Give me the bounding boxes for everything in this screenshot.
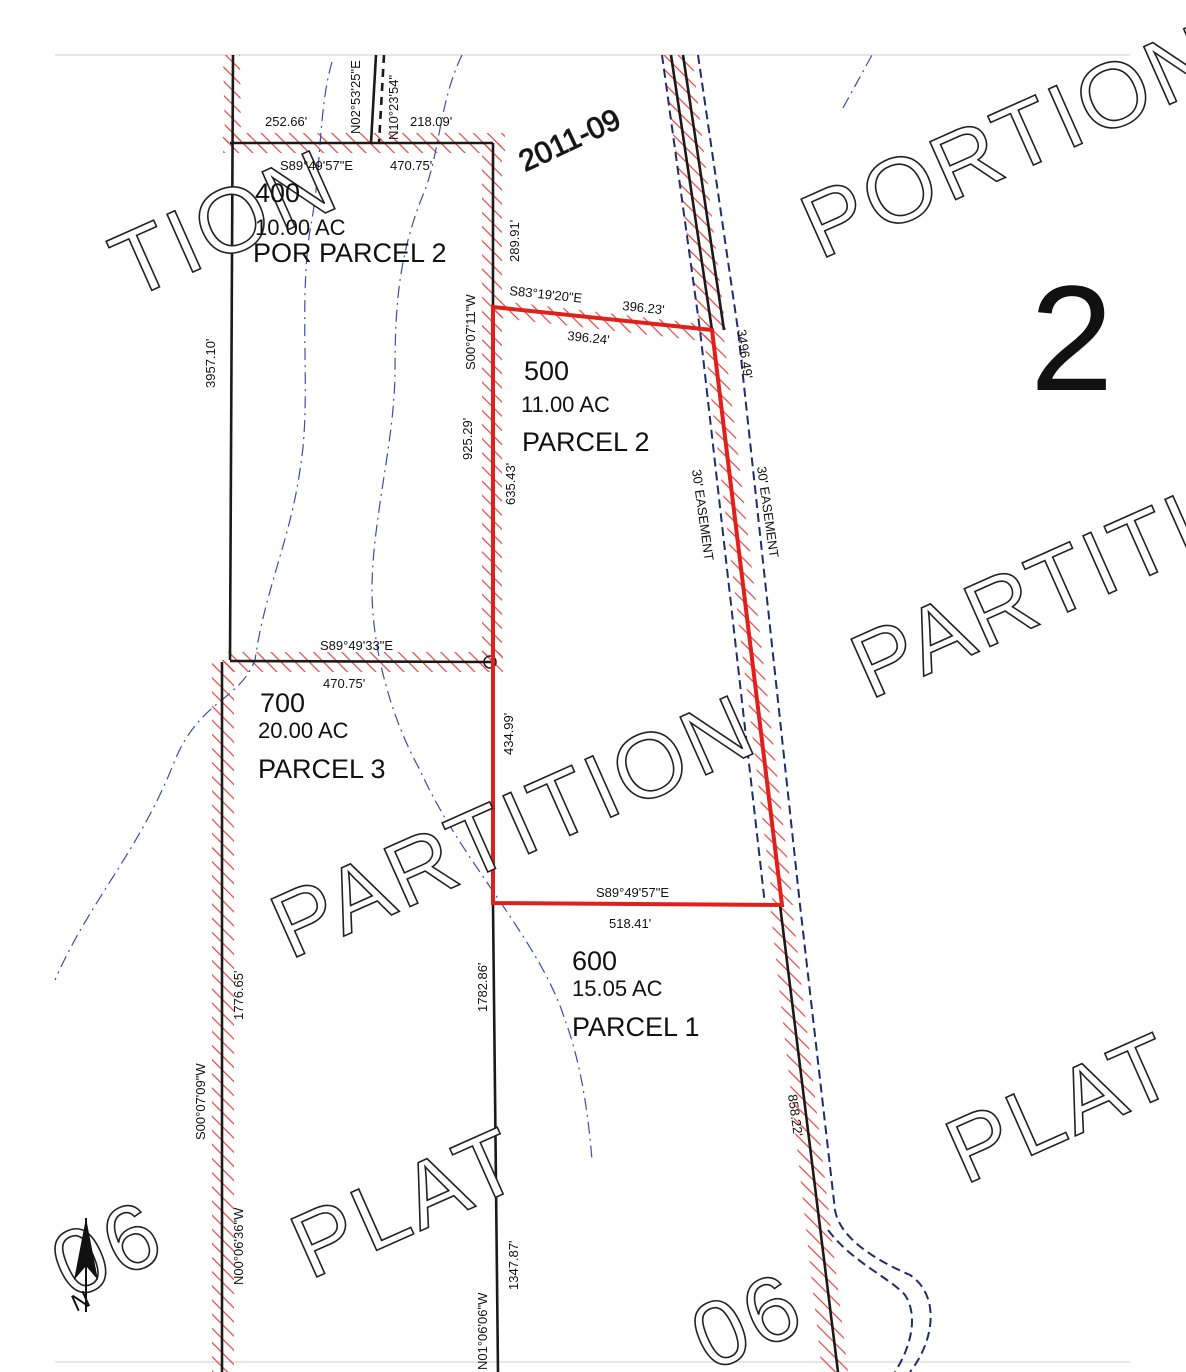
- parcel-600: 600 15.05 AC PARCEL 1: [572, 946, 700, 1042]
- parcel-400-name: POR PARCEL 2: [253, 238, 447, 268]
- dim-396-24: 396.24': [567, 328, 611, 347]
- dim-858-22: 858.22': [785, 1093, 806, 1137]
- parcel-500-name: PARCEL 2: [522, 427, 650, 457]
- dim-218-09: 218.09': [410, 114, 452, 129]
- easement-label-right: 30' EASEMENT: [754, 465, 782, 558]
- highlighted-parcel-outline: [491, 304, 785, 908]
- creek-lines: [54, 54, 873, 1161]
- dim-635-43: 635.43': [503, 463, 518, 505]
- dim-1347-87: 1347.87': [506, 1241, 521, 1290]
- parcel-600-number: 600: [572, 946, 617, 976]
- parcel-700-name: PARCEL 3: [258, 754, 386, 784]
- dim-s89-4957-top: S89°49'57"E: [280, 158, 353, 173]
- dim-396-23: 396.23': [622, 298, 666, 317]
- dim-s89-4933: S89°49'33"E: [320, 638, 393, 653]
- dim-n01-0606: N01°06'06"W: [475, 1292, 490, 1370]
- parcel-500-number: 500: [524, 356, 569, 386]
- dim-1776-65: 1776.65': [231, 971, 246, 1020]
- parcel-400-acres: 10.00 AC: [255, 215, 346, 240]
- plat-reference: 2011-09: [514, 103, 626, 178]
- dim-252-66: 252.66': [265, 114, 307, 129]
- dim-289-91: 289.91': [507, 220, 522, 262]
- dim-434-99: 434.99': [501, 713, 516, 755]
- dimension-labels: 252.66' N02°53'25"E N10°23'54" 218.09' S…: [193, 60, 806, 1370]
- parcel-600-acres: 15.05 AC: [572, 976, 663, 1001]
- bg-word-06-bottom: 06: [677, 1252, 819, 1372]
- easement-lines: [661, 54, 932, 1372]
- dim-470-75-mid: 470.75': [323, 676, 365, 691]
- dim-518-41: 518.41': [609, 916, 651, 931]
- dim-3496-49: 3496.49': [734, 328, 756, 379]
- bg-word-06-left: 06: [37, 1180, 179, 1318]
- dim-n00-0636: N00°06'36"W: [231, 1207, 246, 1285]
- dim-470-75-top: 470.75': [390, 158, 432, 173]
- dim-1782-86: 1782.86': [475, 963, 490, 1012]
- parcel-400-number: 400: [255, 178, 300, 208]
- dim-n02: N02°53'25"E: [348, 60, 363, 134]
- dim-s00-0711: S00°07'11"W: [463, 294, 478, 370]
- dim-n10: N10°23'54": [386, 75, 401, 140]
- parcel-600-name: PARCEL 1: [572, 1012, 700, 1042]
- dim-3957-10: 3957.10': [203, 339, 218, 388]
- easement-label-left: 30' EASEMENT: [689, 468, 717, 561]
- dim-s83: S83°19'20"E: [509, 283, 584, 306]
- bg-word-plat-right: PLAT: [932, 1013, 1186, 1203]
- parcel-700: 700 20.00 AC PARCEL 3: [258, 688, 386, 784]
- dim-s89-4957-low: S89°49'57"E: [596, 885, 669, 900]
- parcel-500-acres: 11.00 AC: [521, 392, 610, 417]
- parcel-boundaries: [220, 54, 840, 1372]
- parcel-500: 500 11.00 AC PARCEL 2: [521, 356, 650, 457]
- bg-word-partition-right: PARTITIC: [837, 445, 1186, 718]
- parcel-700-acres: 20.00 AC: [258, 718, 349, 743]
- dim-925-29: 925.29': [460, 418, 475, 460]
- bg-word-portion: PORTION: [787, 4, 1186, 278]
- corner-monument: [483, 655, 497, 669]
- parcel-400: 400 10.00 AC POR PARCEL 2: [253, 178, 447, 268]
- parcel-700-number: 700: [260, 688, 305, 718]
- dim-s00-0709: S00°07'09"W: [193, 1063, 208, 1140]
- sheet-number: 2: [1030, 254, 1113, 422]
